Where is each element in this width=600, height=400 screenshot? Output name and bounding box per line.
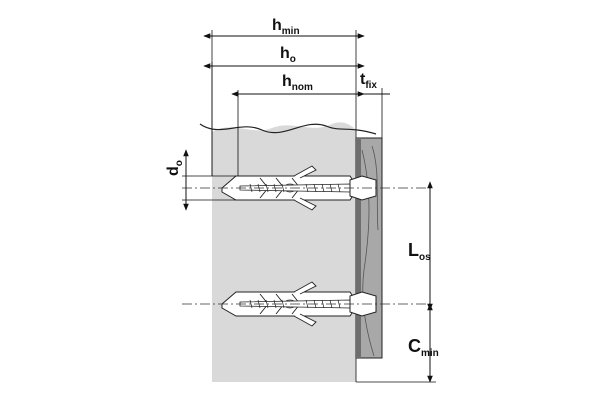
- h-min-label: hmin: [272, 17, 300, 37]
- fixture-plate: [355, 137, 383, 359]
- d-0-label: do: [165, 160, 185, 176]
- substrate-break-line: [199, 123, 377, 135]
- t-fix-label: tfix: [360, 71, 377, 91]
- h-0-label: ho: [280, 45, 296, 65]
- C-min-label: Cmin: [408, 336, 439, 359]
- L-os-label: Los: [408, 240, 431, 263]
- h-nom-label: hnom: [282, 73, 313, 93]
- substrate-block: [212, 122, 356, 382]
